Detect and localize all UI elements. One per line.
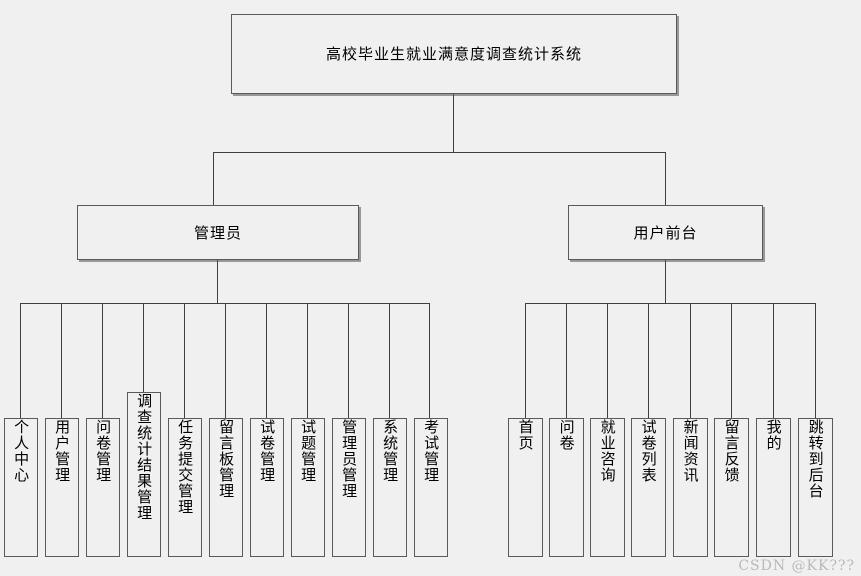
leaf-label: 试卷管理	[258, 419, 277, 483]
leaf-node-go-to-backend[interactable]: 跳转到后台	[798, 418, 833, 557]
connector-admin-child-drop	[20, 303, 21, 418]
leaf-node-message-feedback[interactable]: 留言反馈	[714, 418, 749, 557]
leaf-node-administrator-management[interactable]: 管理员管理	[332, 418, 366, 557]
leaf-node-news-information[interactable]: 新闻资讯	[673, 418, 708, 557]
leaf-label: 问卷管理	[94, 419, 113, 483]
connector-admin-stem	[217, 259, 218, 303]
leaf-label: 个人中心	[12, 419, 31, 483]
leaf-node-employment-consultation[interactable]: 就业咨询	[590, 418, 625, 557]
connector-admin-child-drop	[102, 303, 103, 418]
connector-frontend-child-drop	[731, 303, 732, 418]
connector-admin-child-drop	[225, 303, 226, 418]
leaf-node-exam-paper-list[interactable]: 试卷列表	[631, 418, 666, 557]
leaf-node-mine[interactable]: 我的	[756, 418, 791, 557]
leaf-label: 任务提交管理	[176, 419, 195, 515]
leaf-node-survey-statistics-result-management[interactable]: 调查统计结果管理	[127, 392, 161, 557]
node-frontend-label: 用户前台	[633, 223, 698, 242]
leaf-node-home[interactable]: 首页	[508, 418, 543, 557]
connector-admin-child-drop	[61, 303, 62, 418]
connector-admin-child-drop	[348, 303, 349, 418]
connector-admin-drop	[213, 152, 214, 205]
connector-frontend-drop	[665, 152, 666, 205]
leaf-node-exam-management[interactable]: 考试管理	[414, 418, 448, 557]
connector-admin-child-drop	[143, 303, 144, 392]
connector-frontend-child-drop	[648, 303, 649, 418]
connector-frontend-child-drop	[773, 303, 774, 418]
leaf-node-system-management[interactable]: 系统管理	[373, 418, 407, 557]
node-admin[interactable]: 管理员	[77, 205, 359, 260]
leaf-label: 用户管理	[53, 419, 72, 483]
leaf-label: 留言反馈	[722, 419, 741, 483]
connector-admin-child-drop	[184, 303, 185, 418]
connector-frontend-child-drop	[815, 303, 816, 418]
leaf-label: 新闻资讯	[681, 419, 700, 483]
leaf-node-user-management[interactable]: 用户管理	[45, 418, 79, 557]
connector-frontend-stem	[665, 259, 666, 303]
leaf-label: 跳转到后台	[806, 419, 825, 499]
leaf-label: 问卷	[557, 419, 576, 451]
leaf-label: 考试管理	[422, 419, 441, 483]
leaf-label: 试卷列表	[639, 419, 658, 483]
connector-root-stem	[453, 93, 454, 152]
leaf-label: 系统管理	[381, 419, 400, 483]
connector-admin-child-drop	[266, 303, 267, 418]
leaf-node-personal-center[interactable]: 个人中心	[4, 418, 38, 557]
watermark: CSDN @KK???	[738, 558, 855, 574]
leaf-label: 调查统计结果管理	[135, 393, 154, 521]
connector-frontend-child-drop	[607, 303, 608, 418]
node-admin-label: 管理员	[193, 223, 242, 242]
node-frontend[interactable]: 用户前台	[568, 205, 763, 260]
connector-admin-children-bus	[20, 303, 429, 304]
leaf-node-questionnaire-management[interactable]: 问卷管理	[86, 418, 120, 557]
leaf-label: 留言板管理	[217, 419, 236, 499]
leaf-label: 管理员管理	[340, 419, 359, 499]
leaf-node-questionnaire[interactable]: 问卷	[549, 418, 584, 557]
leaf-label: 就业咨询	[598, 419, 617, 483]
leaf-node-exam-paper-management[interactable]: 试卷管理	[250, 418, 284, 557]
leaf-label: 首页	[516, 419, 535, 451]
leaf-node-message-board-management[interactable]: 留言板管理	[209, 418, 243, 557]
leaf-label: 我的	[764, 419, 783, 451]
connector-frontend-child-drop	[690, 303, 691, 418]
node-root-label: 高校毕业生就业满意度调查统计系统	[325, 45, 582, 63]
connector-admin-child-drop	[429, 303, 430, 418]
leaf-label: 试题管理	[299, 419, 318, 483]
connector-admin-child-drop	[389, 303, 390, 418]
leaf-node-exam-question-management[interactable]: 试题管理	[291, 418, 325, 557]
connector-level1-bus	[213, 152, 665, 153]
connector-admin-child-drop	[307, 303, 308, 418]
connector-frontend-child-drop	[525, 303, 526, 418]
connector-frontend-child-drop	[566, 303, 567, 418]
connector-frontend-children-bus	[525, 303, 815, 304]
node-root[interactable]: 高校毕业生就业满意度调查统计系统	[231, 14, 677, 94]
leaf-node-task-submission-management[interactable]: 任务提交管理	[168, 418, 202, 557]
